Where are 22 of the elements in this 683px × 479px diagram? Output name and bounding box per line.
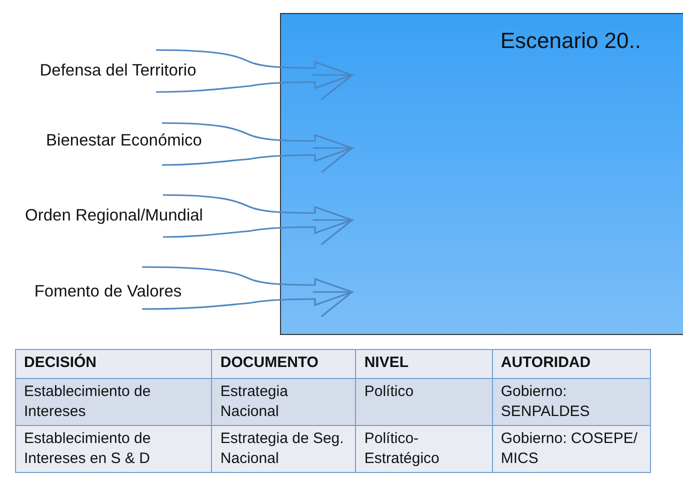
- table-header-cell: DOCUMENTO: [212, 350, 356, 378]
- table-cell: Gobierno: COSEPE/ MICS: [492, 426, 650, 472]
- table-header-cell: AUTORIDAD: [492, 350, 650, 378]
- table-cell: Gobierno: SENPALDES: [492, 378, 650, 426]
- table-cell: Político-Estratégico: [356, 426, 492, 472]
- table-header-cell: DECISIÓN: [16, 350, 212, 378]
- factor-label: Orden Regional/Mundial: [25, 206, 203, 226]
- table-cell: Político: [356, 378, 492, 426]
- outline-arrow: [162, 194, 353, 246]
- outline-arrow: [141, 266, 353, 318]
- table-cell: Establecimiento de Intereses: [16, 378, 212, 426]
- table-cell: Estrategia de Seg. Nacional: [212, 426, 356, 472]
- outline-arrow: [155, 49, 353, 100]
- table-cell: Estrategia Nacional: [212, 378, 356, 426]
- table-cell: Establecimiento de Intereses en S & D: [16, 426, 212, 472]
- table-header-cell: NIVEL: [356, 350, 492, 378]
- factor-label: Fomento de Valores: [34, 282, 182, 302]
- factor-label: Defensa del Territorio: [40, 62, 196, 80]
- factor-label: Bienestar Económico: [46, 132, 202, 150]
- scenario-title: Escenario 20..: [500, 28, 641, 54]
- outline-arrow: [161, 122, 353, 174]
- scenario-box: [280, 13, 683, 335]
